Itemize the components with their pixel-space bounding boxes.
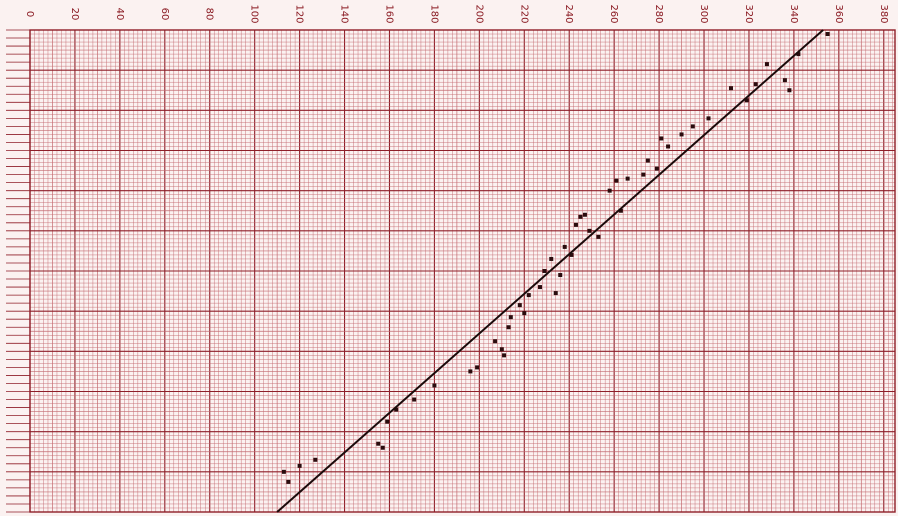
data-point	[281, 469, 286, 474]
x-tick-label: 0	[24, 11, 35, 17]
data-point	[825, 32, 830, 37]
x-tick-label: 360	[833, 4, 844, 23]
x-tick-label: 100	[249, 4, 260, 23]
data-point	[728, 86, 733, 91]
data-points	[281, 32, 830, 484]
data-point	[502, 353, 507, 358]
data-point	[313, 457, 318, 462]
data-point	[654, 166, 659, 171]
data-point	[526, 293, 531, 298]
data-point	[522, 311, 527, 316]
data-point	[558, 273, 563, 278]
data-point	[562, 244, 567, 249]
data-point	[475, 365, 480, 370]
data-point	[412, 397, 417, 402]
x-tick-label: 260	[608, 4, 619, 23]
data-point	[394, 407, 399, 412]
x-tick-label: 280	[653, 4, 664, 23]
x-tick-label: 200	[473, 4, 484, 23]
x-tick-label: 140	[339, 4, 350, 23]
data-point	[706, 116, 711, 121]
x-tick-label: 20	[69, 8, 80, 21]
data-point	[582, 212, 587, 217]
data-point	[376, 441, 381, 446]
x-axis-tick-labels: 0 20 40 60 80 100 120 140 160 180 200 220 240 260 280 3…	[24, 4, 889, 23]
data-point	[297, 463, 302, 468]
data-point	[753, 82, 758, 87]
data-point	[679, 132, 684, 137]
data-point	[596, 234, 601, 239]
x-tick-label: 160	[383, 4, 394, 23]
data-point	[286, 479, 291, 484]
data-point	[493, 339, 498, 344]
x-tick-label: 340	[788, 4, 799, 23]
data-point	[587, 228, 592, 233]
data-point	[468, 369, 473, 374]
data-point	[432, 383, 437, 388]
data-point	[787, 88, 792, 93]
data-point	[796, 52, 801, 57]
data-point	[618, 208, 623, 213]
x-tick-label: 40	[114, 8, 125, 21]
data-point	[553, 291, 558, 296]
data-point	[659, 136, 664, 141]
data-point	[573, 222, 578, 227]
data-point	[506, 325, 511, 330]
x-tick-label: 80	[204, 8, 215, 21]
x-tick-label: 180	[428, 4, 439, 23]
data-point	[690, 124, 695, 129]
data-point	[549, 256, 554, 261]
data-point	[538, 285, 543, 290]
data-point	[782, 78, 787, 83]
data-point	[578, 214, 583, 219]
x-tick-label: 320	[743, 4, 754, 23]
data-point	[385, 419, 390, 424]
data-point	[764, 62, 769, 67]
x-tick-label: 240	[563, 4, 574, 23]
x-tick-label: 220	[518, 4, 529, 23]
data-point	[542, 269, 547, 273]
data-point	[380, 445, 385, 450]
data-point	[499, 347, 504, 352]
x-tick-label: 60	[159, 8, 170, 21]
data-point	[517, 303, 522, 308]
data-point	[744, 98, 749, 103]
x-tick-label: 120	[294, 4, 305, 23]
x-tick-label: 380	[878, 4, 889, 23]
data-point	[607, 188, 612, 193]
trend-line	[276, 29, 824, 513]
data-point	[641, 172, 646, 177]
data-point	[508, 315, 513, 320]
data-point	[614, 178, 619, 183]
data-point	[569, 252, 574, 257]
x-tick-label: 300	[698, 4, 709, 23]
grid-lines	[6, 29, 896, 513]
data-point	[666, 144, 671, 149]
data-point	[645, 158, 650, 163]
data-point	[625, 176, 630, 181]
